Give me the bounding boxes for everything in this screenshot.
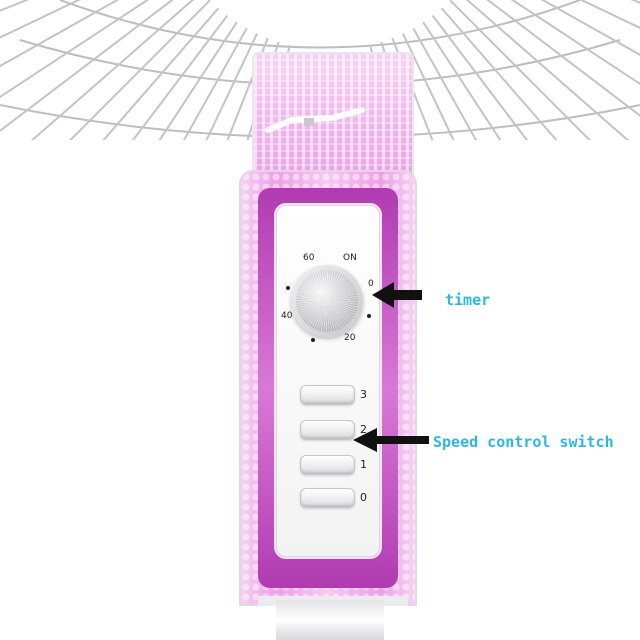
guard-spoke [540, 0, 640, 56]
dial-tick [367, 314, 371, 318]
guard-spoke [510, 0, 640, 86]
guard-spoke [102, 7, 220, 140]
guard-spoke [431, 14, 529, 140]
dial-label-20: 20 [344, 333, 356, 343]
guard-spoke [0, 0, 81, 39]
speed-label-2: 2 [360, 423, 367, 436]
guard-spoke [131, 14, 229, 140]
motor-bracket [265, 107, 365, 133]
speed-label-1: 1 [360, 458, 367, 471]
guard-spoke [449, 0, 591, 140]
speed-label-3: 3 [360, 388, 367, 401]
dial-label-0: 0 [368, 279, 374, 289]
timer-arrow-icon [372, 282, 422, 308]
base-collar [276, 600, 384, 640]
dial-tick [311, 338, 315, 342]
guard-spoke [465, 0, 630, 140]
speed-button-1[interactable] [300, 455, 355, 475]
speed-arrow-icon [353, 428, 429, 452]
dial-label-40: 40 [281, 311, 293, 321]
speed-button-3[interactable] [300, 385, 355, 405]
guard-spoke [158, 21, 238, 140]
dial-tick [286, 286, 290, 290]
guard-spoke [0, 0, 120, 68]
timer-knob[interactable] [296, 270, 358, 332]
guard-spoke [30, 0, 195, 140]
guard-spoke [0, 0, 174, 133]
guard-spoke [579, 0, 640, 30]
speed-callout: Speed control switch [433, 433, 614, 451]
speed-button-0[interactable] [300, 488, 355, 508]
guard-spoke [0, 0, 150, 99]
guard-spoke [440, 7, 558, 140]
guard-spoke [412, 27, 478, 140]
speed-label-0: 0 [360, 491, 367, 504]
dial-label-60: 60 [303, 253, 315, 263]
timer-callout: timer [445, 291, 491, 309]
dial-label-on: ON [343, 253, 357, 263]
guard-spoke [422, 21, 502, 140]
guard-spoke [486, 0, 640, 117]
guard-spoke [205, 33, 258, 140]
speed-button-2[interactable] [300, 420, 355, 440]
guard-spoke [69, 0, 211, 140]
guard-spoke [182, 27, 248, 140]
guard-spoke [402, 33, 455, 140]
